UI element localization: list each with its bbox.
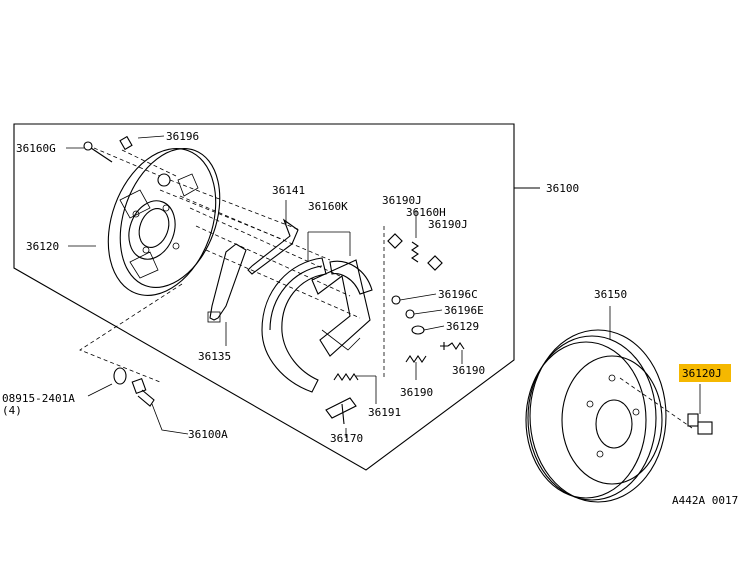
strut-36135-part	[207, 243, 247, 323]
spring-36190-part	[405, 342, 465, 380]
lever-36141-part	[247, 218, 299, 275]
highlight-36120j	[679, 364, 731, 382]
label-36120: 36120	[26, 240, 59, 253]
label-36160k: 36160K	[308, 200, 348, 213]
label-36190j-a: 36190J	[382, 194, 422, 207]
label-08915: 08915-2401A	[2, 392, 75, 405]
label-36191: 36191	[368, 406, 401, 419]
plug-36120j-part	[687, 384, 713, 435]
label-36196c: 36196C	[438, 288, 478, 301]
brake-drum-part	[525, 306, 667, 503]
bolt-36100a-part	[131, 377, 189, 435]
label-36100: 36100	[546, 182, 579, 195]
label-36135: 36135	[198, 350, 231, 363]
leader-lines	[66, 135, 417, 438]
brake-shoe-part	[261, 231, 373, 393]
small-parts-middle	[391, 293, 445, 335]
label-36190j-b: 36190J	[428, 218, 468, 231]
label-36129: 36129	[446, 320, 479, 333]
washer-part	[87, 367, 127, 397]
label-36170: 36170	[330, 432, 363, 445]
guide-lines	[79, 147, 693, 429]
label-36120j: 36120J	[682, 367, 722, 380]
label-08915-qty: (4)	[2, 404, 22, 417]
label-36160g: 36160G	[16, 142, 56, 155]
wheel-cylinder-part	[325, 397, 357, 425]
label-36100a: 36100A	[188, 428, 228, 441]
part-labels: 36196 36160G 36141 36160K 36190J 36160H …	[2, 130, 738, 507]
label-36196: 36196	[166, 130, 199, 143]
label-36160h: 36160H	[406, 206, 446, 219]
label-36190: 36190	[452, 364, 485, 377]
label-36190-b: 36190	[400, 386, 433, 399]
adjuster-36191-part	[333, 373, 377, 404]
small-parts-upper	[387, 233, 443, 271]
backing-plate-part	[107, 147, 221, 296]
label-36141: 36141	[272, 184, 305, 197]
bolt-36160g-part	[83, 141, 113, 163]
label-36196e: 36196E	[444, 304, 484, 317]
assembly-outline	[13, 123, 540, 471]
label-36150: 36150	[594, 288, 627, 301]
clip-36196-part	[119, 135, 133, 151]
diagram-code: A442A 0017	[672, 494, 738, 507]
